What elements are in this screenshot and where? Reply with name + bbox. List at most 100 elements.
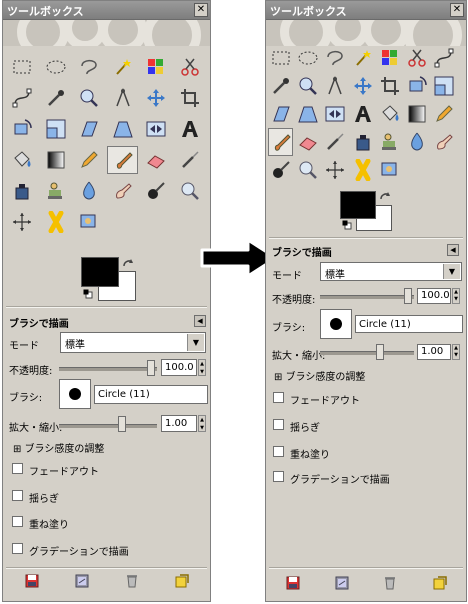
tool-button[interactable] (107, 115, 138, 143)
tool-button[interactable] (268, 72, 293, 100)
tool-button[interactable] (73, 146, 104, 174)
scale-slider-track[interactable] (320, 351, 414, 355)
save-options-icon[interactable] (25, 574, 39, 588)
tool-button[interactable] (268, 44, 293, 72)
brush-preview-button[interactable] (320, 309, 352, 339)
tool-button[interactable] (322, 72, 347, 100)
chevron-down-icon[interactable]: ▼ (187, 334, 204, 351)
opacity-slider-track[interactable] (59, 367, 157, 371)
tool-button[interactable] (6, 84, 37, 112)
tool-button[interactable] (174, 53, 205, 81)
tool-button[interactable] (6, 53, 37, 81)
tool-button[interactable] (295, 156, 320, 184)
tool-button[interactable] (40, 146, 71, 174)
tool-button[interactable] (431, 72, 456, 100)
jitter-checkbox[interactable] (273, 419, 284, 430)
scale-slider-track[interactable] (59, 424, 157, 428)
fade-out-checkbox[interactable] (12, 463, 23, 474)
opacity-slider-handle[interactable] (404, 288, 412, 304)
delete-options-icon[interactable] (383, 575, 397, 590)
tool-button[interactable] (73, 53, 104, 81)
tool-button[interactable] (295, 100, 320, 128)
tool-button[interactable] (40, 84, 71, 112)
tool-button[interactable] (6, 177, 37, 205)
tool-button[interactable] (174, 115, 205, 143)
pressure-expander[interactable]: ⊞ ブラシ感度の調整 (274, 372, 366, 383)
tool-button[interactable] (174, 84, 205, 112)
opacity-slider-handle[interactable] (147, 360, 155, 376)
tool-button[interactable] (268, 156, 293, 184)
reset-options-icon[interactable] (175, 574, 189, 588)
tool-button[interactable] (106, 146, 138, 174)
gradient-checkbox[interactable] (12, 543, 23, 554)
tool-button[interactable] (40, 53, 71, 81)
tool-button[interactable] (350, 72, 375, 100)
tool-button[interactable] (140, 53, 171, 81)
scale-slider-handle[interactable] (118, 416, 126, 432)
tool-button[interactable] (377, 156, 402, 184)
tool-button[interactable] (73, 115, 104, 143)
scale-spin[interactable]: 1.00 (161, 415, 197, 432)
brush-name-field[interactable]: Circle (11) (355, 315, 463, 333)
opacity-spin[interactable]: 100.0 (417, 288, 451, 304)
restore-options-icon[interactable] (75, 574, 89, 588)
tool-button[interactable] (377, 44, 402, 72)
scale-spin[interactable]: 1.00 (417, 344, 451, 360)
tool-button[interactable] (404, 72, 429, 100)
tool-button[interactable] (295, 72, 320, 100)
tool-button[interactable] (174, 146, 205, 174)
tool-button[interactable] (6, 208, 37, 236)
tool-button[interactable] (322, 156, 347, 184)
tool-button[interactable] (350, 44, 375, 72)
tool-button[interactable] (140, 115, 171, 143)
default-colors-icon[interactable] (342, 220, 352, 230)
tool-button[interactable] (6, 115, 37, 143)
chevron-down-icon[interactable]: ▼ (443, 264, 460, 279)
tool-button[interactable] (73, 84, 104, 112)
tool-button[interactable] (140, 84, 171, 112)
close-button[interactable]: ✕ (450, 3, 464, 17)
pressure-expander[interactable]: ⊞ ブラシ感度の調整 (13, 444, 105, 455)
brush-name-field[interactable]: Circle (11) (94, 385, 208, 404)
swap-colors-icon[interactable] (121, 257, 135, 271)
tool-button[interactable] (431, 100, 456, 128)
tool-button[interactable] (73, 208, 104, 236)
mode-combo[interactable]: 標準 ▼ (60, 332, 206, 353)
tool-button[interactable] (107, 53, 138, 81)
tool-button[interactable] (140, 146, 171, 174)
tool-button[interactable] (140, 177, 171, 205)
tool-button[interactable] (40, 115, 71, 143)
tool-button[interactable] (73, 177, 104, 205)
tool-button[interactable] (431, 44, 456, 72)
opacity-spin[interactable]: 100.0 (161, 359, 197, 376)
tool-button[interactable] (6, 146, 37, 174)
restore-options-icon[interactable] (335, 576, 349, 590)
tool-button[interactable] (322, 44, 347, 72)
brush-preview-button[interactable] (59, 379, 91, 409)
tool-button[interactable] (107, 84, 138, 112)
tool-button[interactable] (174, 177, 205, 205)
scale-spin-arrows[interactable]: ▲▼ (198, 415, 206, 432)
tool-button[interactable] (40, 177, 71, 205)
default-colors-icon[interactable] (83, 289, 93, 299)
tool-button[interactable] (404, 44, 429, 72)
tool-button[interactable] (350, 128, 375, 156)
save-options-icon[interactable] (286, 576, 300, 590)
tool-button[interactable] (295, 128, 320, 156)
tool-button[interactable] (377, 72, 402, 100)
options-menu-button[interactable]: ◀ (447, 244, 459, 256)
tool-button[interactable] (350, 156, 375, 184)
incremental-checkbox[interactable] (12, 516, 23, 527)
scale-spin-arrows[interactable]: ▲▼ (452, 344, 460, 360)
tool-button[interactable] (377, 128, 402, 156)
foreground-color-swatch[interactable] (340, 191, 376, 219)
tool-button[interactable] (295, 44, 320, 72)
tool-button[interactable] (431, 128, 456, 156)
tool-button[interactable] (404, 128, 429, 156)
options-menu-button[interactable]: ◀ (194, 315, 206, 327)
tool-button[interactable] (322, 100, 347, 128)
gradient-checkbox[interactable] (273, 471, 284, 482)
jitter-checkbox[interactable] (12, 490, 23, 501)
tool-button[interactable] (322, 128, 347, 156)
tool-button[interactable] (268, 100, 293, 128)
